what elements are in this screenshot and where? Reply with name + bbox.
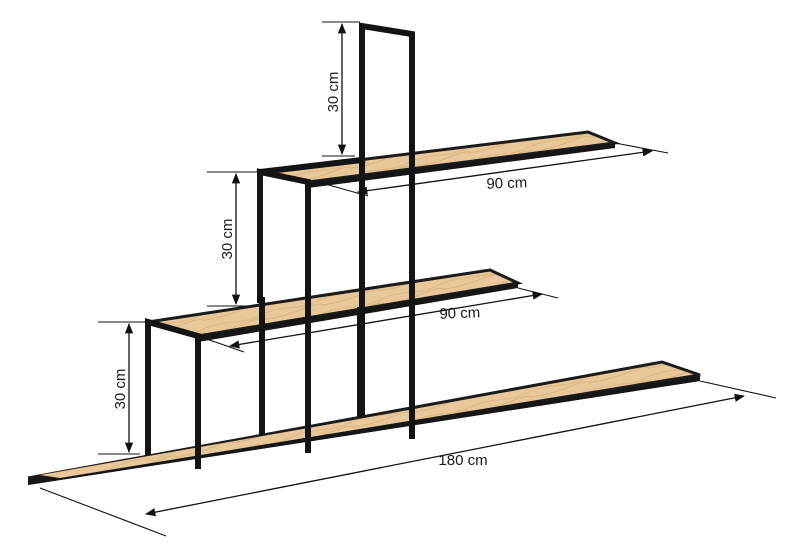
middle-width-label: 90 cm — [439, 304, 480, 322]
metal-frame — [145, 22, 415, 469]
top-shelf-board — [259, 130, 621, 188]
top-height-label: 30 cm — [325, 72, 342, 113]
top-width-label: 90 cm — [486, 174, 527, 192]
bottom-width-label: 180 cm — [438, 452, 487, 469]
middle-height-label: 30 cm — [219, 219, 236, 260]
bottom-height-label: 30 cm — [112, 369, 129, 410]
dimension-lines — [39, 21, 777, 537]
